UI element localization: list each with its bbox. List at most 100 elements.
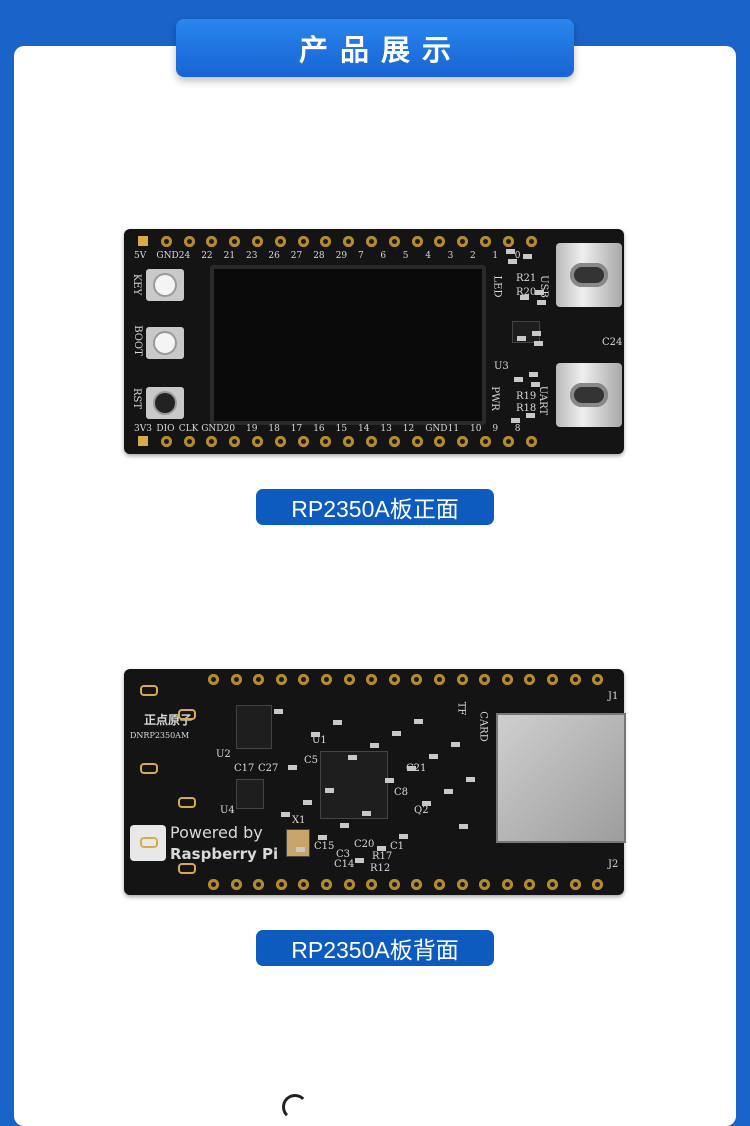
back-top-pad-1	[230, 674, 242, 685]
front-bottom-pad-14	[457, 436, 469, 447]
back-smd-component-13	[355, 858, 364, 863]
key-button-image	[146, 269, 184, 301]
back-bottom-pad-2	[253, 879, 265, 890]
back-smd-component-0	[274, 709, 283, 714]
front-bottom-pad-9	[343, 436, 355, 447]
back-smd-component-15	[429, 754, 438, 759]
board-back-image: 正点原子 DNRP2350AM Powered by Raspberry Pi …	[124, 669, 626, 895]
pwr-label: PWR	[488, 386, 500, 411]
back-smd-component-17	[303, 800, 312, 805]
front-top-pin-label-3: 22	[201, 251, 213, 261]
r21-label: R21	[516, 273, 537, 284]
c20-label: C20	[354, 839, 375, 850]
front-smd-component-8	[514, 377, 523, 382]
back-smd-component-16	[466, 777, 475, 782]
back-smd-component-7	[333, 720, 342, 725]
front-bottom-pad-11	[388, 436, 400, 447]
front-bottom-pad-8	[320, 436, 332, 447]
j2-label: J2	[608, 859, 619, 870]
r19-label: R19	[516, 391, 537, 402]
back-oval-pad-1	[178, 709, 196, 720]
front-top-pad-9	[343, 236, 355, 247]
boot-label: BOOT	[131, 325, 143, 356]
front-bottom-pin-label-8: 16	[313, 424, 325, 434]
section-title: 产品展示	[298, 33, 463, 67]
c14-label: C14	[334, 859, 355, 870]
back-bottom-pad-17	[592, 879, 604, 890]
back-top-pad-2	[253, 674, 265, 685]
u4-chip	[236, 779, 264, 809]
q2-label: Q2	[414, 805, 429, 816]
front-bottom-pin-label-0: 3V3	[134, 424, 152, 434]
c27-label: C27	[258, 763, 279, 774]
back-top-pad-10	[434, 674, 445, 685]
back-bottom-pad-8	[388, 879, 400, 890]
front-top-pin-label-15: 2	[470, 251, 476, 261]
back-bottom-pad-1	[230, 879, 242, 890]
front-bottom-pin-label-11: 13	[380, 424, 392, 434]
tf-label: TF	[455, 701, 467, 716]
back-smd-component-10	[444, 789, 453, 794]
back-top-pad-7	[366, 674, 378, 685]
front-top-pin-label-6: 26	[268, 251, 280, 261]
front-bottom-pad-4	[229, 436, 241, 447]
front-top-pin-label-1: GND	[156, 251, 179, 261]
front-smd-component-5	[523, 254, 532, 259]
u2-label: U2	[216, 749, 231, 760]
front-bottom-pin-label-14: 11	[447, 424, 460, 434]
back-smd-component-20	[414, 719, 423, 724]
usb-connector-image	[556, 243, 622, 307]
front-top-pin-label-5: 23	[246, 251, 258, 261]
back-smd-component-11	[281, 812, 290, 817]
u4-label: U4	[220, 805, 235, 816]
back-smd-component-2	[348, 755, 357, 760]
front-top-pin-label-9: 29	[335, 251, 348, 261]
next-section-icon	[282, 1094, 308, 1120]
front-top-pad-17	[525, 236, 537, 247]
c21-label: C21	[406, 763, 427, 774]
back-smd-component-4	[422, 801, 431, 806]
back-smd-component-24	[362, 811, 371, 816]
back-oval-pad-0	[140, 685, 158, 696]
back-top-pad-5	[321, 674, 332, 685]
front-top-pin-label-11: 6	[380, 251, 387, 261]
back-bottom-pad-7	[366, 879, 378, 890]
front-top-pad-15	[480, 236, 491, 247]
front-bottom-pin-label-13: GND	[425, 424, 448, 434]
front-top-pad-10	[366, 236, 377, 247]
u3-label: U3	[494, 361, 509, 372]
back-top-pad-4	[298, 674, 310, 685]
front-bottom-pad-3	[206, 436, 218, 447]
front-caption: RP2350A板正面	[256, 489, 494, 525]
front-bottom-pin-label-12: 12	[402, 424, 415, 434]
back-smd-component-8	[370, 743, 379, 748]
front-top-pin-label-4: 21	[223, 251, 236, 261]
front-smd-component-10	[508, 259, 517, 264]
front-smd-component-13	[531, 382, 540, 387]
front-bottom-pin-label-1: DIO	[156, 424, 175, 434]
back-caption: RP2350A板背面	[256, 930, 494, 966]
back-smd-component-18	[340, 823, 349, 828]
back-smd-component-19	[377, 846, 386, 851]
r17-label: R17	[372, 851, 393, 862]
back-bottom-pad-0	[208, 879, 219, 890]
back-oval-pad-4	[140, 837, 158, 848]
front-smd-component-9	[511, 418, 520, 423]
front-bottom-pin-label-17: 8	[514, 424, 521, 434]
front-smd-component-12	[534, 341, 543, 346]
front-smd-component-4	[526, 413, 535, 418]
front-smd-component-7	[517, 336, 526, 341]
back-top-pad-12	[479, 674, 491, 685]
back-oval-pad-2	[140, 763, 158, 774]
back-bottom-pad-12	[479, 879, 491, 890]
back-bottom-pad-16	[569, 879, 581, 890]
back-smd-component-9	[407, 766, 416, 771]
front-bottom-pin-label-10: 14	[358, 424, 370, 434]
c17-label: C17	[234, 763, 255, 774]
front-top-pad-1	[160, 236, 172, 247]
back-bottom-pad-14	[524, 879, 536, 890]
boot-button-image	[146, 327, 184, 359]
front-top-pin-label-10: 7	[358, 251, 364, 261]
front-bottom-pad-5	[252, 436, 263, 447]
front-bottom-pin-label-16: 9	[492, 424, 499, 434]
